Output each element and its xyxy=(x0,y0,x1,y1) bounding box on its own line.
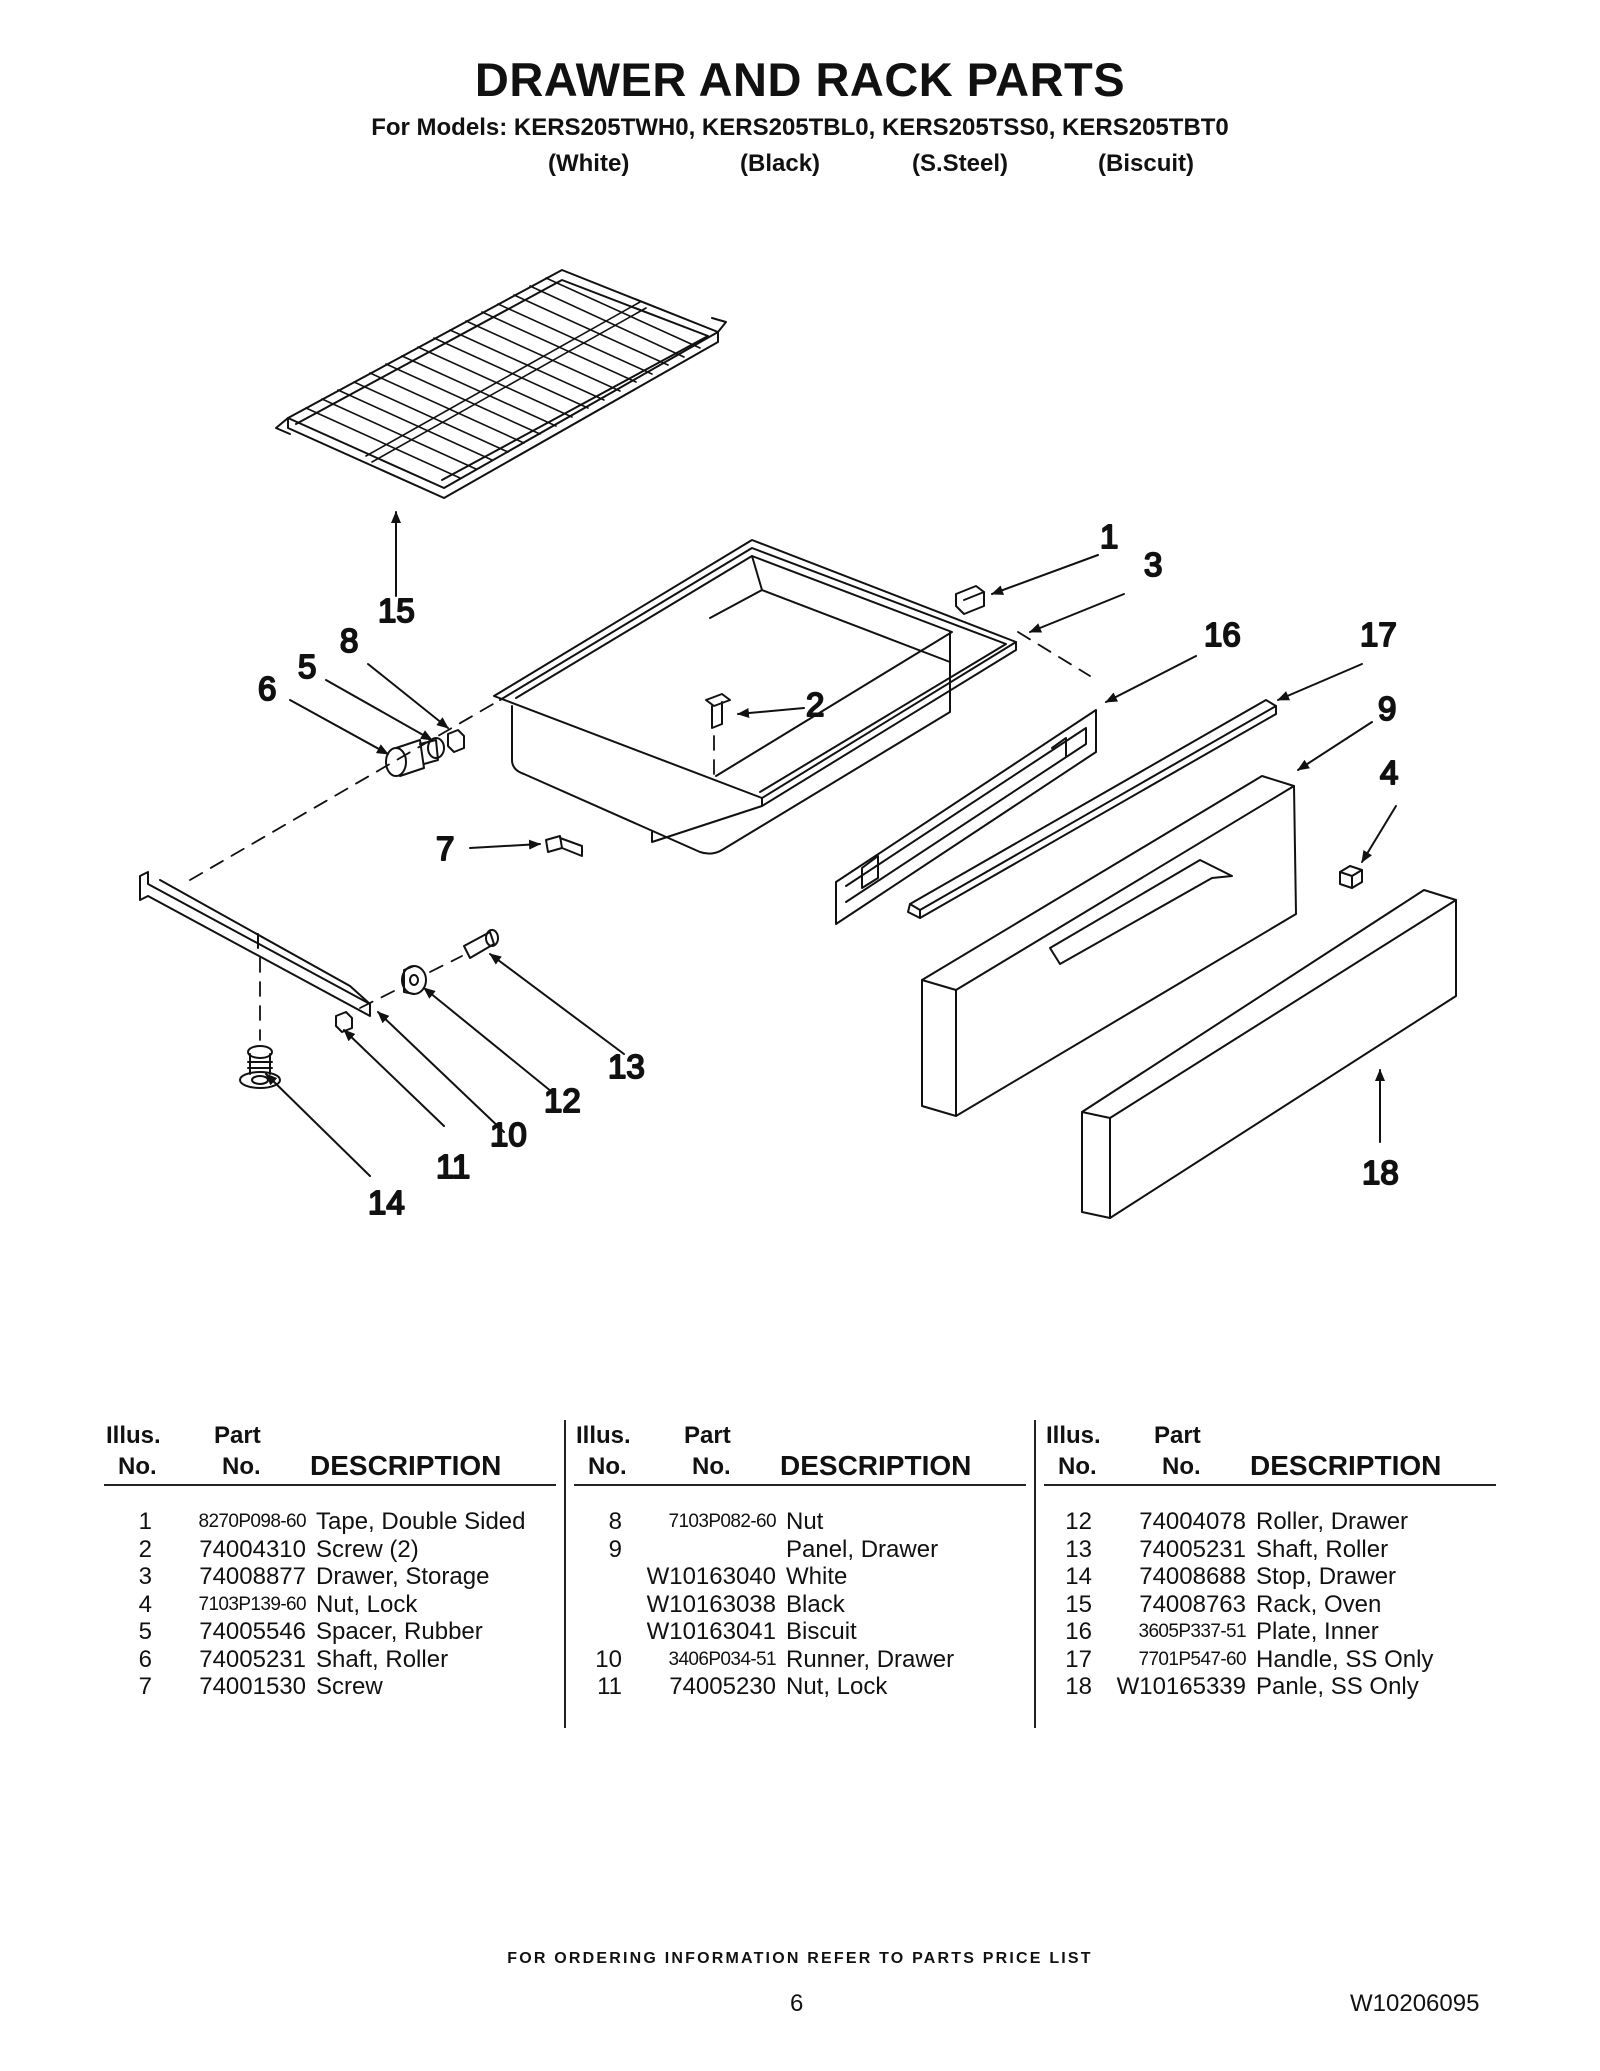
oven-rack-part xyxy=(275,269,727,499)
color-label-biscuit: (Biscuit) xyxy=(1098,150,1194,177)
document-number: W10206095 xyxy=(1350,1990,1480,2017)
nut-part-8 xyxy=(447,729,465,753)
header-part: Part xyxy=(684,1422,731,1449)
models-line: For Models: KERS205TWH0, KERS205TBL0, KE… xyxy=(371,114,1229,141)
drawer-panel-part xyxy=(921,775,1297,1117)
header-part-no: No. xyxy=(1162,1453,1201,1480)
lock-nut-part-11 xyxy=(335,1011,353,1033)
callout-16: 16 xyxy=(1204,616,1241,653)
header-illus: Illus. xyxy=(1046,1422,1101,1449)
header-part: Part xyxy=(214,1422,261,1449)
header-illus: Illus. xyxy=(576,1422,631,1449)
tape-part xyxy=(955,585,985,615)
header-illus-no: No. xyxy=(588,1453,627,1480)
header-part-no: No. xyxy=(222,1453,261,1480)
header-description: DESCRIPTION xyxy=(1250,1450,1442,1481)
callout-12: 12 xyxy=(544,1082,581,1119)
screw-part-7 xyxy=(545,835,583,857)
drawer-stop-part xyxy=(239,1045,281,1089)
callout-13: 13 xyxy=(608,1048,645,1085)
page-title: DRAWER AND RACK PARTS xyxy=(474,53,1126,106)
ordering-note: FOR ORDERING INFORMATION REFER TO PARTS … xyxy=(507,1950,1093,1967)
screw-part-2 xyxy=(705,693,731,729)
callout-14: 14 xyxy=(368,1184,405,1221)
lock-nut-part-4 xyxy=(1339,865,1363,889)
callout-8: 8 xyxy=(340,622,358,659)
color-label-ssteel: (S.Steel) xyxy=(912,150,1009,177)
roller-shaft-part-13 xyxy=(463,929,499,959)
header-illus-no: No. xyxy=(118,1453,157,1480)
callout-4: 4 xyxy=(1380,754,1398,791)
storage-drawer-part xyxy=(493,539,1017,855)
callout-9: 9 xyxy=(1378,690,1396,727)
exploded-parts-diagram: 1 2 3 4 5 6 7 8 9 10 11 12 13 14 15 16 1… xyxy=(139,269,1457,1222)
page-number: 6 xyxy=(790,1990,804,2017)
callout-2: 2 xyxy=(806,686,824,723)
callout-7: 7 xyxy=(436,830,454,867)
header-description: DESCRIPTION xyxy=(780,1450,972,1481)
callout-5: 5 xyxy=(298,648,316,685)
header-description: DESCRIPTION xyxy=(310,1450,502,1481)
header-illus: Illus. xyxy=(106,1422,161,1449)
callout-11: 11 xyxy=(436,1148,470,1185)
color-label-black: (Black) xyxy=(740,150,821,177)
callout-10: 10 xyxy=(490,1116,527,1153)
header-part: Part xyxy=(1154,1422,1201,1449)
spacer-part-5 xyxy=(427,737,445,759)
callout-6: 6 xyxy=(258,670,276,707)
callout-3: 3 xyxy=(1144,546,1162,583)
color-label-white: (White) xyxy=(548,150,630,177)
roller-part-12 xyxy=(401,965,427,995)
callout-1: 1 xyxy=(1100,518,1118,555)
column-divider xyxy=(564,1420,566,1728)
callout-17: 17 xyxy=(1360,616,1397,653)
header-illus-no: No. xyxy=(1058,1453,1097,1480)
column-divider xyxy=(1034,1420,1036,1728)
ss-panel-part xyxy=(1081,889,1457,1219)
header-part-no: No. xyxy=(692,1453,731,1480)
callout-15: 15 xyxy=(378,592,415,629)
inner-plate-part xyxy=(835,709,1097,925)
callout-18: 18 xyxy=(1362,1154,1399,1191)
drawer-runner-part xyxy=(139,871,371,1017)
handle-part xyxy=(907,699,1277,919)
roller-shaft-part-6 xyxy=(385,739,439,777)
